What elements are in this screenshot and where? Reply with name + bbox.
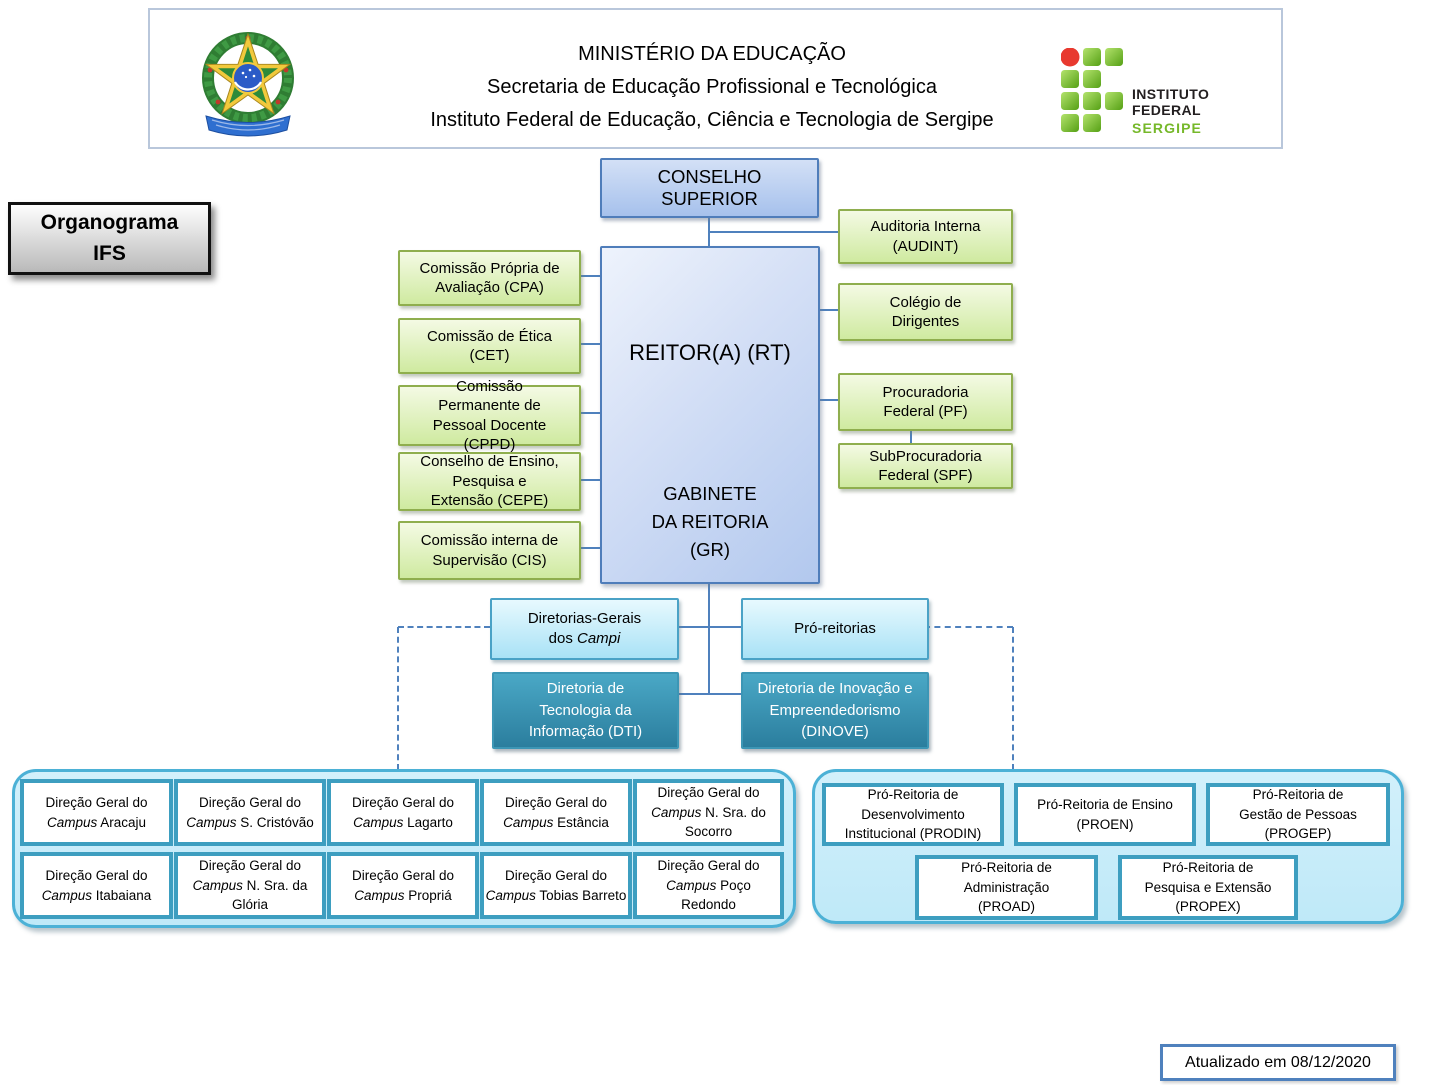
ifs-logo-line1: INSTITUTO FEDERAL [1132, 86, 1210, 118]
pro-reitorias-label: Pró-reitorias [794, 619, 876, 637]
connector-reitor-down [708, 580, 710, 695]
subprocuradoria-federal-label: SubProcuradoria Federal (SPF) [869, 447, 982, 485]
box-procuradoria-federal: Procuradoria Federal (PF) [838, 373, 1013, 431]
dti-label: Diretoria de Tecnologia da Informação (D… [528, 679, 643, 741]
connector-cpa [577, 275, 600, 277]
connector-cet [577, 343, 600, 345]
box-subprocuradoria-federal: SubProcuradoria Federal (SPF) [838, 443, 1013, 489]
cppd-label: Comissão Permanente de Pessoal Docente (… [432, 377, 547, 454]
progep-label: Pró-Reitoria de Gestão de Pessoas (PROGE… [1239, 787, 1357, 842]
box-cppd: Comissão Permanente de Pessoal Docente (… [398, 378, 581, 453]
gabinete-label: GABINETE DA REITORIA (GR) [651, 483, 769, 560]
box-campus-aracaju: Direção Geral do Campus Aracaju [20, 779, 173, 846]
dashed-connector-left-h [398, 626, 490, 628]
cepe-label: Conselho de Ensino, Pesquisa e Extensão … [420, 453, 559, 510]
box-campus-lagarto: Direção Geral do Campus Lagarto [327, 779, 479, 846]
connector-cppd [577, 412, 600, 414]
cpa-label: Comissão Própria de Avaliação (CPA) [419, 259, 560, 297]
box-pro-reitorias: Pró-reitorias [741, 598, 929, 660]
procuradoria-federal-label: Procuradoria Federal (PF) [882, 383, 969, 421]
dashed-connector-right-h [924, 626, 1013, 628]
box-campus-itabaiana: Direção Geral do Campus Itabaiana [20, 852, 173, 919]
box-proen: Pró-Reitoria de Ensino (PROEN) [1014, 783, 1196, 846]
box-dinove: Diretoria de Inovação e Empreendedorismo… [741, 672, 929, 749]
secretariat-title: Secretaria de Educação Profissional e Te… [487, 76, 937, 98]
header-title-block: MINISTÉRIO DA EDUCAÇÃO Secretaria de Edu… [342, 38, 1082, 137]
box-proad: Pró-Reitoria de Administração (PROAD) [915, 855, 1098, 920]
connector-row-dti-dinove [675, 693, 742, 695]
organogram-title-box: Organograma IFS [8, 202, 211, 275]
box-campus-s-cristovao: Direção Geral do Campus S. Cristóvão [174, 779, 326, 846]
audint-label: Auditoria Interna (AUDINT) [870, 218, 981, 255]
box-campus-estancia: Direção Geral do Campus Estância [480, 779, 632, 846]
proad-label: Pró-Reitoria de Administração (PROAD) [961, 860, 1052, 915]
institute-title: Instituto Federal de Educação, Ciência e… [430, 109, 994, 131]
connector-cepe [577, 479, 600, 481]
connector-pf [814, 399, 840, 401]
dashed-connector-right-v [1012, 627, 1014, 770]
connector-cis [577, 547, 600, 549]
organogram-title-line1: Organograma [40, 211, 179, 235]
cis-label: Comissão interna de Supervisão (CIS) [420, 532, 559, 569]
connector-conselho-reitor [708, 214, 710, 247]
ministry-title: MINISTÉRIO DA EDUCAÇÃO [578, 43, 846, 65]
box-prodin: Pró-Reitoria de Desenvolvimento Instituc… [822, 783, 1004, 846]
reitor-label: REITOR(A) (RT) [629, 340, 791, 365]
box-diretorias-gerais: Diretorias-Gerais dos Campi [490, 598, 679, 660]
connector-audint [710, 231, 838, 233]
organogram-title-line2: IFS [93, 241, 126, 265]
box-campus-tobias-barreto: Direção Geral do Campus Tobias Barreto [480, 852, 632, 919]
ifs-logo-wordmark: INSTITUTO FEDERAL SERGIPE [1132, 86, 1281, 136]
box-propex: Pró-Reitoria de Pesquisa e Extensão (PRO… [1118, 855, 1298, 920]
colegio-dirigentes-label: Colégio de Dirigentes [889, 293, 962, 331]
connector-row-diretorias [675, 626, 742, 628]
brazil-coat-of-arms-icon [202, 32, 294, 137]
box-progep: Pró-Reitoria de Gestão de Pessoas (PROGE… [1206, 783, 1390, 846]
conselho-superior-label: CONSELHO SUPERIOR [657, 166, 762, 209]
box-campus-n-sra-gloria: Direção Geral do Campus N. Sra. da Glóri… [174, 852, 326, 919]
prodin-label: Pró-Reitoria de Desenvolvimento Instituc… [844, 787, 982, 842]
updated-date-box: Atualizado em 08/12/2020 [1160, 1044, 1396, 1081]
updated-date-label: Atualizado em 08/12/2020 [1185, 1053, 1371, 1071]
box-cpa: Comissão Própria de Avaliação (CPA) [398, 250, 581, 306]
diretorias-gerais-label: Diretorias-Gerais dos Campi [527, 609, 642, 647]
box-campus-poco-redondo: Direção Geral do Campus Poço Redondo [633, 852, 784, 919]
box-reitor-gabinete: REITOR(A) (RT) GABINETE DA REITORIA (GR) [600, 246, 820, 584]
propex-label: Pró-Reitoria de Pesquisa e Extensão (PRO… [1144, 860, 1272, 915]
connector-colegio [814, 309, 840, 311]
box-conselho-superior: CONSELHO SUPERIOR [600, 158, 819, 218]
dinove-label: Diretoria de Inovação e Empreendedorismo… [757, 679, 913, 741]
box-cet: Comissão de Ética (CET) [398, 318, 581, 374]
box-cis: Comissão interna de Supervisão (CIS) [398, 521, 581, 580]
box-colegio-dirigentes: Colégio de Dirigentes [838, 283, 1013, 341]
box-campus-propria: Direção Geral do Campus Propriá [327, 852, 479, 919]
proen-label: Pró-Reitoria de Ensino (PROEN) [1037, 796, 1173, 832]
header-banner: MINISTÉRIO DA EDUCAÇÃO Secretaria de Edu… [148, 8, 1283, 149]
box-campus-n-sra-socorro: Direção Geral do Campus N. Sra. do Socor… [633, 779, 784, 846]
cet-label: Comissão de Ética (CET) [426, 327, 553, 365]
ifs-logo-icon [1061, 48, 1123, 132]
ifs-logo-line2: SERGIPE [1132, 120, 1202, 136]
connector-spf [910, 427, 912, 444]
box-audint: Auditoria Interna (AUDINT) [838, 209, 1013, 264]
box-dti: Diretoria de Tecnologia da Informação (D… [492, 672, 679, 749]
dashed-connector-left-v [397, 627, 399, 770]
box-cepe: Conselho de Ensino, Pesquisa e Extensão … [398, 452, 581, 511]
